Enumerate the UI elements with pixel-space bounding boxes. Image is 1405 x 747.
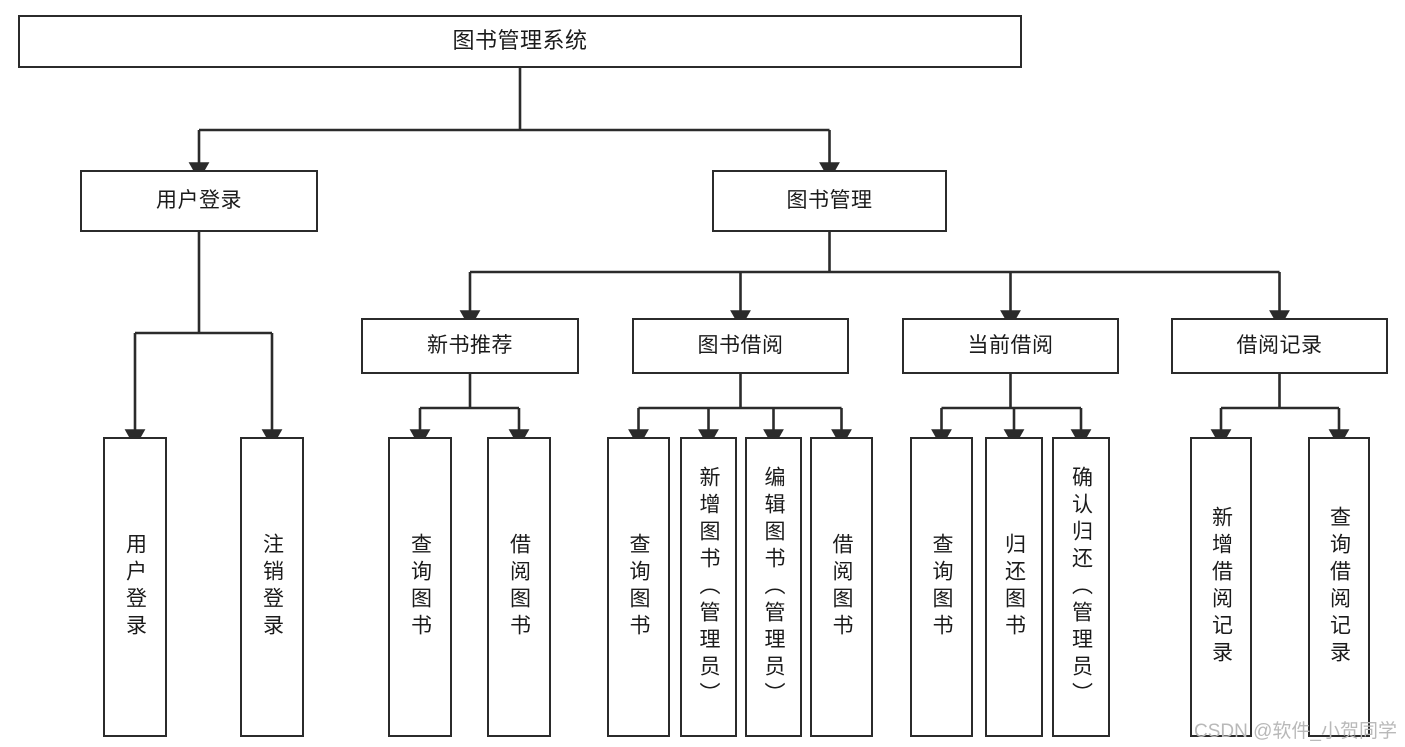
- node-label: 用户登录: [156, 188, 242, 212]
- node-label: 当前借阅: [967, 333, 1054, 357]
- node-leaf-borrow-book[interactable]: 借阅图书: [810, 437, 873, 737]
- node-leaf-query-book-borrow[interactable]: 查询图书: [607, 437, 670, 737]
- node-leaf-query-book-cur[interactable]: 查询图书: [910, 437, 973, 737]
- node-leaf-return-book[interactable]: 归还图书: [985, 437, 1043, 737]
- node-label: 注销登录: [260, 533, 284, 641]
- node-leaf-user-login[interactable]: 用户登录: [103, 437, 167, 737]
- node-label: 图书借阅: [697, 333, 784, 357]
- node-label: 借阅图书: [830, 533, 853, 641]
- node-label: 归还图书: [1002, 533, 1026, 641]
- node-book-borrow[interactable]: 图书借阅: [632, 318, 849, 374]
- node-label: 新书推荐: [427, 333, 513, 357]
- node-leaf-query-record[interactable]: 查询借阅记录: [1308, 437, 1370, 737]
- node-label: 借阅记录: [1236, 333, 1323, 357]
- node-root[interactable]: 图书管理系统: [18, 15, 1022, 68]
- node-current-borrow[interactable]: 当前借阅: [902, 318, 1119, 374]
- node-label: 图书管理系统: [452, 28, 588, 54]
- watermark-text: CSDN @软件_小贺同学: [1194, 721, 1397, 742]
- node-leaf-query-book-rec[interactable]: 查询图书: [388, 437, 452, 737]
- node-label: 用户登录: [123, 533, 147, 641]
- node-user-login[interactable]: 用户登录: [80, 170, 318, 232]
- node-label: 查询图书: [930, 533, 953, 641]
- node-leaf-add-book[interactable]: 新增图书（管理员）: [680, 437, 737, 737]
- node-label: 查询借阅记录: [1327, 506, 1351, 668]
- node-label: 查询图书: [408, 533, 432, 641]
- node-label: 借阅图书: [507, 533, 531, 641]
- node-leaf-add-record[interactable]: 新增借阅记录: [1190, 437, 1252, 737]
- node-book-manage[interactable]: 图书管理: [712, 170, 947, 232]
- node-label: 编辑图书（管理员）: [762, 465, 785, 709]
- node-label: 新增借阅记录: [1209, 506, 1233, 668]
- node-label: 图书管理: [786, 188, 873, 212]
- node-label: 新增图书（管理员）: [697, 465, 720, 709]
- node-new-book-rec[interactable]: 新书推荐: [361, 318, 579, 374]
- node-label: 查询图书: [627, 533, 650, 641]
- node-leaf-confirm-return[interactable]: 确认归还（管理员）: [1052, 437, 1110, 737]
- node-leaf-borrow-book-rec[interactable]: 借阅图书: [487, 437, 551, 737]
- node-borrow-record[interactable]: 借阅记录: [1171, 318, 1388, 374]
- node-leaf-user-logout[interactable]: 注销登录: [240, 437, 304, 737]
- node-leaf-edit-book[interactable]: 编辑图书（管理员）: [745, 437, 802, 737]
- node-label: 确认归还（管理员）: [1069, 465, 1093, 709]
